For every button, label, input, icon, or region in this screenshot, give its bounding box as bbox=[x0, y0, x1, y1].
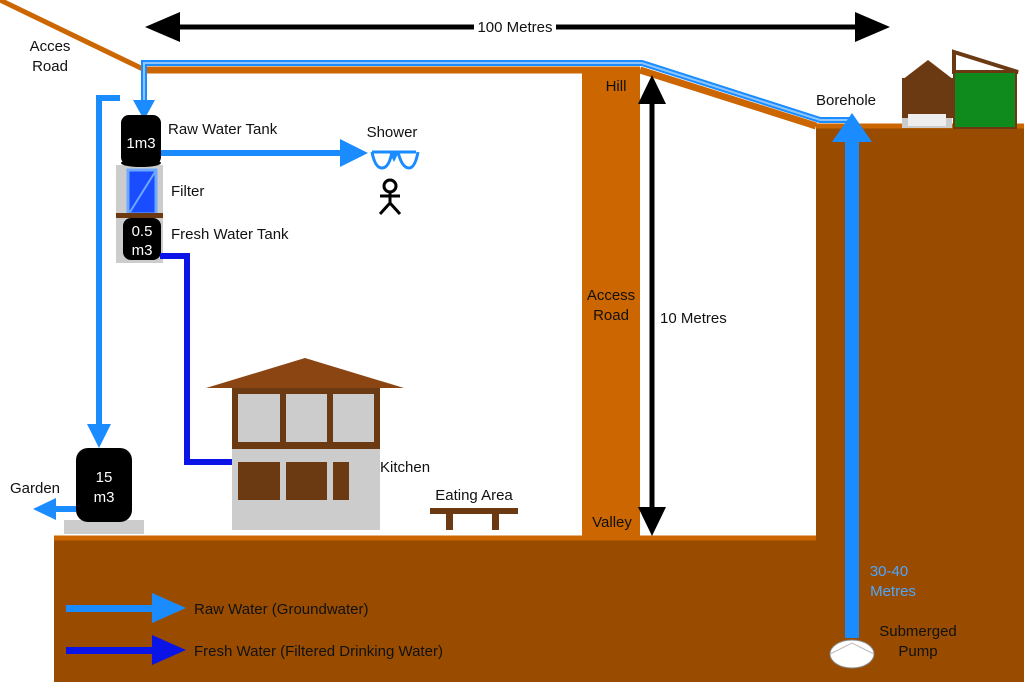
raw-water-tank-label: Raw Water Tank bbox=[168, 121, 278, 138]
kitchen-label: Kitchen bbox=[380, 459, 430, 476]
raw-water-pipe-garden bbox=[96, 95, 120, 428]
eating-area-label: Eating Area bbox=[435, 487, 513, 504]
legend-fresh-water-arrowhead bbox=[152, 635, 186, 665]
distance-arrowhead-left bbox=[145, 12, 180, 42]
borehole-arrowhead bbox=[832, 113, 872, 142]
eating-area-table bbox=[430, 508, 518, 530]
filter-label: Filter bbox=[171, 183, 204, 200]
fresh-tank-capacity-line1: 0.5 bbox=[132, 223, 153, 240]
legend-fresh-water-line bbox=[66, 647, 156, 654]
fresh-water-tank bbox=[123, 218, 161, 260]
distance-vertical-label: 10 Metres bbox=[660, 310, 727, 327]
distance-horizontal-label: 100 Metres bbox=[477, 19, 552, 36]
acces-road-top-left bbox=[0, 0, 147, 73]
pump-label-line1: Submerged bbox=[879, 623, 957, 640]
acces-road-label-line2: Road bbox=[32, 58, 68, 75]
slope-road bbox=[638, 66, 818, 130]
hill-label: Hill bbox=[606, 78, 627, 95]
borehole-pipe bbox=[845, 138, 859, 638]
depth-label-line1: 30-40 bbox=[870, 563, 908, 580]
borehole-label: Borehole bbox=[816, 92, 876, 109]
borehole-hut bbox=[902, 49, 1019, 129]
access-road-vertical-label-line1: Access bbox=[587, 287, 635, 304]
garden-tank-capacity-line1: 15 bbox=[96, 469, 113, 486]
access-road-vertical-label-line2: Road bbox=[593, 307, 629, 324]
fresh-tank-capacity-line2: m3 bbox=[132, 242, 153, 259]
raw-water-arrowhead-garden-tank bbox=[87, 424, 111, 448]
garden-tank bbox=[76, 448, 132, 522]
legend-raw-water-line bbox=[66, 605, 156, 612]
distance-arrowhead-right bbox=[855, 12, 890, 42]
raw-water-tank bbox=[121, 115, 161, 167]
distance-vertical-arrowhead-top bbox=[638, 75, 666, 104]
submerged-pump bbox=[829, 639, 875, 669]
kitchen-building bbox=[206, 358, 404, 530]
raw-water-arrowhead-into-tank bbox=[133, 100, 155, 120]
valley-label: Valley bbox=[592, 514, 632, 531]
raw-tank-capacity: 1m3 bbox=[126, 135, 155, 152]
access-road-vertical bbox=[582, 70, 640, 540]
fresh-water-tank-label: Fresh Water Tank bbox=[171, 226, 289, 243]
garden-label: Garden bbox=[10, 480, 60, 497]
depth-label-line2: Metres bbox=[870, 583, 916, 600]
shower-head-icon bbox=[370, 150, 420, 170]
legend-raw-water-label: Raw Water (Groundwater) bbox=[194, 601, 369, 618]
person-icon bbox=[378, 178, 402, 216]
filter-shelf bbox=[116, 213, 163, 218]
legend-raw-water-arrowhead bbox=[152, 593, 186, 623]
garden-tank-slab bbox=[64, 520, 144, 534]
distance-vertical-arrowhead-bottom bbox=[638, 507, 666, 536]
garden-tank-capacity-line2: m3 bbox=[94, 489, 115, 506]
pump-label-line2: Pump bbox=[898, 643, 937, 660]
shower-label: Shower bbox=[367, 124, 418, 141]
acces-road-label-line1: Acces bbox=[30, 38, 71, 55]
raw-water-arrowhead-shower bbox=[340, 139, 368, 167]
raw-water-arrowhead-garden bbox=[33, 498, 56, 520]
legend-fresh-water-label: Fresh Water (Filtered Drinking Water) bbox=[194, 643, 443, 660]
